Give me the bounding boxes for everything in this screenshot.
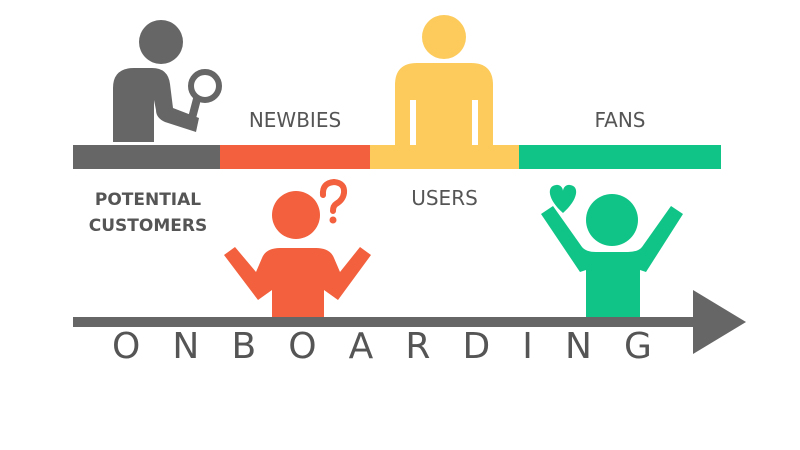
magnifier-icon — [188, 69, 222, 122]
title-letter: O — [112, 326, 141, 367]
title-letter: A — [348, 326, 374, 367]
arrow-shaft — [73, 317, 713, 327]
title-letter: N — [172, 326, 200, 367]
title-letter: R — [405, 326, 431, 367]
title-letter: D — [462, 326, 491, 367]
user-head — [422, 15, 466, 59]
stage-label-potential-line1: POTENTIAL — [94, 190, 202, 210]
stage-bar-potential — [73, 145, 220, 169]
potential-customer-body — [113, 68, 199, 142]
title-letter: B — [231, 326, 257, 367]
title-letter: G — [623, 326, 652, 367]
newbie-head — [272, 191, 320, 239]
heart-icon — [549, 184, 577, 213]
stage-label-fans: FANS — [594, 108, 646, 132]
title-letter: O — [288, 326, 317, 367]
arrow-head — [693, 290, 746, 354]
stage-label-potential-customers: POTENTIAL CUSTOMERS — [68, 188, 228, 239]
fan-figure — [541, 184, 683, 318]
stage-bar-users — [370, 145, 519, 169]
stage-bar — [73, 145, 721, 169]
title-letter: N — [564, 326, 592, 367]
stage-label-potential-line2: CUSTOMERS — [88, 215, 208, 236]
stage-label-newbies: NEWBIES — [248, 108, 342, 132]
fan-head — [586, 194, 638, 246]
newbie-body — [224, 247, 371, 318]
potential-customer-figure — [113, 20, 222, 142]
onboarding-title: O N B O A R D I N G — [112, 326, 652, 367]
title-letter: I — [522, 326, 533, 367]
stage-bar-fans — [519, 145, 721, 169]
fan-body — [541, 206, 683, 318]
onboarding-arrow — [73, 290, 746, 354]
question-mark-icon — [319, 178, 348, 224]
potential-customer-head — [139, 20, 183, 64]
stage-label-users: USERS — [411, 186, 478, 210]
newbie-figure — [224, 178, 371, 318]
stage-bar-newbies — [220, 145, 370, 169]
user-figure — [395, 15, 493, 145]
user-body — [395, 63, 493, 145]
